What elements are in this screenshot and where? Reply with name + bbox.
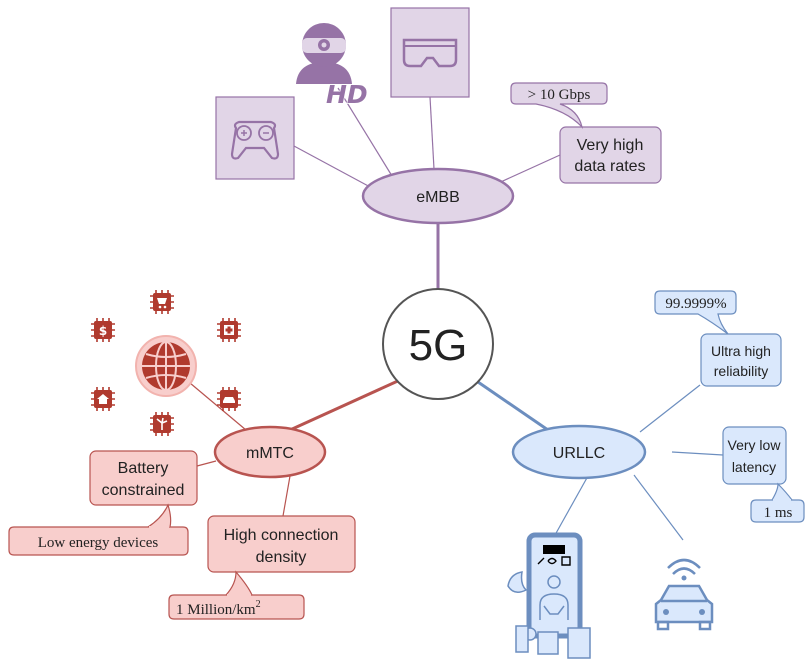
svg-text:HD: HD: [326, 80, 368, 109]
urllc-node: URLLC: [511, 424, 647, 480]
mmtc-node: mMTC: [213, 425, 327, 479]
link-urllc-surgery: [554, 475, 589, 536]
link-embb-vr: [429, 96, 435, 170]
link-urllc-car: [633, 474, 684, 541]
reliability-callout: 99.9999%: [654, 290, 737, 335]
center-label: 5G: [409, 321, 468, 370]
link-embb-datarates: [493, 154, 561, 186]
chip-dollar-icon: $: [91, 318, 115, 342]
urllc-label: URLLC: [553, 445, 605, 462]
low-energy-value: Low energy devices: [38, 535, 159, 551]
chip-windmill-icon: [150, 412, 174, 436]
chip-cart-icon: [150, 290, 174, 314]
reliability-value: 99.9999%: [665, 296, 726, 312]
latency-line2: latency: [732, 459, 776, 475]
hd-webcam-user-icon: HD: [296, 23, 368, 110]
density-line2: density: [256, 549, 307, 566]
latency-line1: Very low: [728, 437, 782, 453]
latency-value: 1 ms: [764, 505, 793, 521]
link-mmtc-density: [282, 475, 291, 517]
chip-medical-icon: [217, 318, 241, 342]
embb-node: eMBB: [361, 167, 515, 225]
latency-callout: 1 ms: [750, 482, 805, 523]
data-rates-box: Very high data rates: [559, 126, 662, 184]
data-rates-line2: data rates: [574, 158, 645, 175]
connected-car-icon: [654, 558, 714, 631]
battery-box: Battery constrained: [89, 450, 198, 506]
reliability-box: Ultra high reliability: [700, 333, 782, 387]
data-rate-value: > 10 Gbps: [528, 87, 591, 103]
reliability-line2: reliability: [714, 363, 768, 379]
center-node: 5G: [382, 288, 494, 400]
chip-car-icon: [217, 387, 241, 411]
connectors: [189, 87, 724, 541]
link-center-urllc: [477, 380, 549, 432]
battery-line2: constrained: [102, 482, 185, 499]
link-mmtc-globe: [189, 382, 247, 431]
density-callout: 1 Million/km2: [168, 570, 305, 620]
link-center-mmtc: [289, 378, 401, 432]
vr-headset-icon: [390, 7, 470, 98]
chip-home-icon: [91, 387, 115, 411]
remote-surgery-icon: [507, 532, 591, 659]
latency-box: Very low latency: [722, 426, 787, 485]
density-box: High connection density: [207, 515, 356, 573]
reliability-line1: Ultra high: [711, 343, 771, 359]
globe-iot-icon: [135, 335, 197, 397]
link-mmtc-battery: [196, 460, 217, 467]
link-urllc-reliability: [639, 384, 701, 433]
link-urllc-latency: [671, 451, 724, 456]
link-embb-gamepad: [293, 145, 373, 189]
link-embb-hd: [337, 87, 393, 177]
density-line1: High connection: [224, 527, 339, 544]
data-rate-callout: > 10 Gbps: [510, 82, 608, 130]
low-energy-callout: Low energy devices: [8, 503, 189, 556]
battery-line1: Battery: [118, 460, 169, 477]
data-rates-line1: Very high: [577, 137, 644, 154]
embb-label: eMBB: [416, 189, 460, 206]
mmtc-label: mMTC: [246, 445, 294, 462]
gamepad-icon: [215, 96, 295, 180]
svg-text:$: $: [99, 324, 107, 338]
density-value: 1 Million/km2: [176, 599, 261, 618]
